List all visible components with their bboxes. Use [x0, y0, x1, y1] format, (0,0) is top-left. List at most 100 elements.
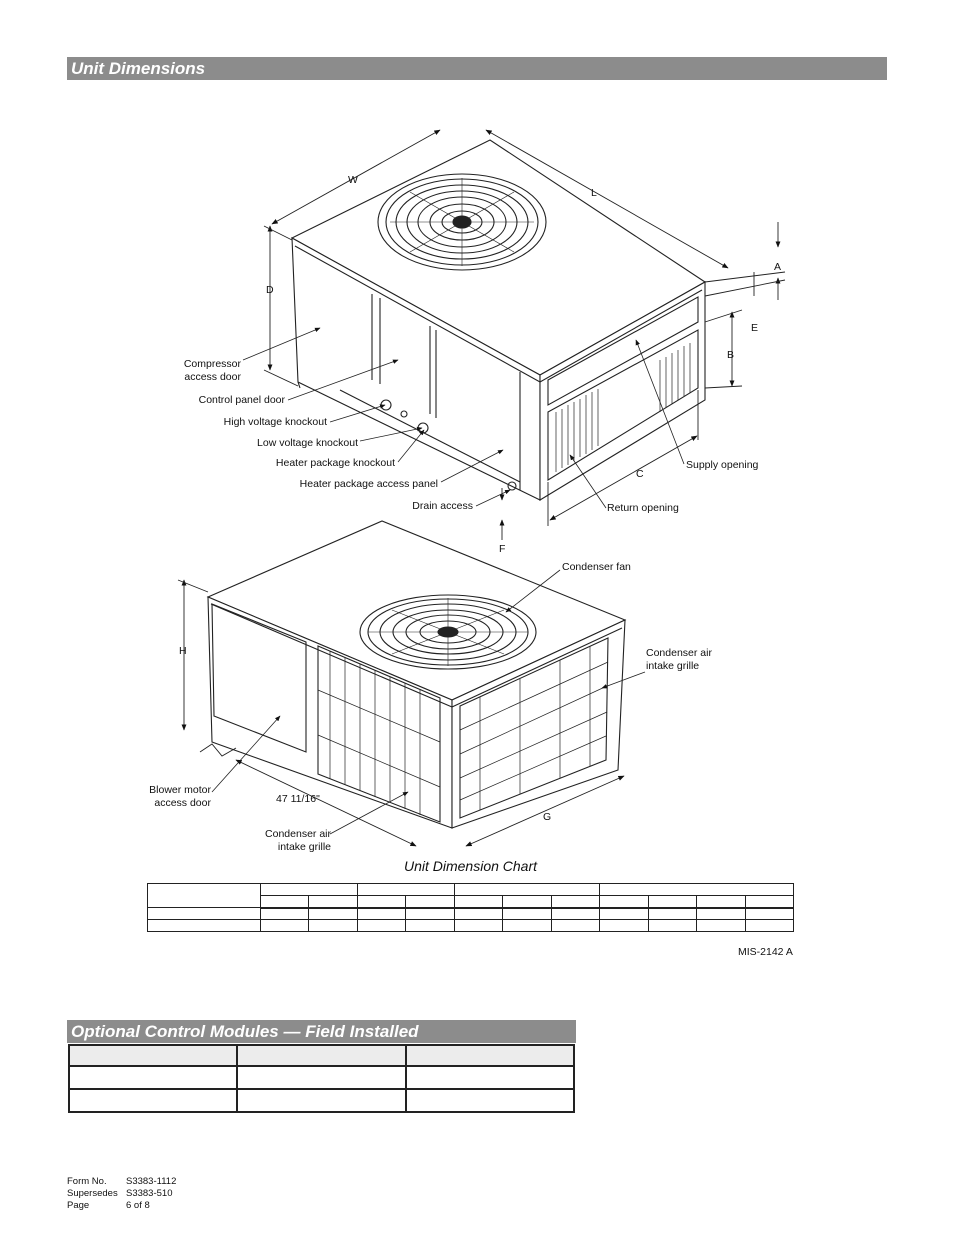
table-cell [259, 907, 310, 920]
unit-dimension-chart-title: Unit Dimension Chart [403, 858, 538, 874]
blower-motor-door-line2: access door [154, 797, 211, 809]
drain-access-label: Drain access [412, 500, 473, 512]
compressor-door-label-line1: Compressor [184, 358, 242, 370]
condenser-intake-right-line1: Condenser air [646, 647, 712, 659]
blower-motor-door-line1: Blower motor [149, 784, 211, 796]
table-cell [502, 907, 552, 920]
dim-w-label: W [348, 174, 358, 186]
table-cell [599, 919, 649, 932]
table-cell [453, 919, 504, 932]
table-cell [405, 895, 455, 909]
table-cell [453, 907, 504, 920]
table-cell [696, 919, 746, 932]
condenser-intake-right-line2: intake grille [646, 660, 699, 672]
dim-c-label: C [636, 468, 644, 480]
table-row [147, 919, 795, 932]
table-cell [550, 895, 601, 909]
mis-number: MIS-2142 A [738, 946, 793, 958]
table-cell [404, 1088, 576, 1113]
table-cell [502, 895, 552, 909]
table-row [147, 883, 794, 908]
table-cell [356, 907, 407, 920]
table-cell [356, 895, 407, 909]
dim-47-label: 47 11/16" [276, 793, 320, 805]
supply-opening-label: Supply opening [686, 459, 759, 471]
table-cell [647, 895, 698, 909]
table-cell [236, 1065, 407, 1090]
table-cell [67, 1088, 239, 1113]
dim-e-label: E [751, 322, 758, 334]
table-cell [67, 1065, 239, 1090]
dim-d-label: D [266, 284, 274, 296]
table-cell [308, 907, 358, 920]
footer-page-row: Page 6 of 8 [67, 1200, 176, 1212]
form-label: Form No. [67, 1176, 107, 1187]
form-value: S3383-1112 [126, 1176, 177, 1187]
table-cell [356, 883, 455, 896]
table-cell [599, 907, 649, 920]
dim-f-label: F [499, 543, 505, 555]
table-cell [599, 895, 649, 909]
footer-supersedes-row: Supersedes S3383-510 [67, 1188, 176, 1200]
unit-dimension-table [147, 883, 795, 932]
footer-form-row: Form No. S3383-1112 [67, 1176, 176, 1188]
table-cell [147, 907, 261, 920]
table-cell [647, 907, 698, 920]
table-row [67, 1065, 576, 1090]
table-cell [696, 907, 746, 920]
table-cell [259, 895, 310, 909]
table-cell [744, 919, 795, 932]
high-voltage-knockout-label: High voltage knockout [224, 416, 327, 428]
table-cell [599, 883, 794, 896]
condenser-fan-label: Condenser fan [562, 561, 631, 573]
section-title-unit-dimensions: Unit Dimensions [67, 57, 887, 80]
supersedes-value: S3383-510 [126, 1188, 173, 1199]
table-cell [502, 919, 552, 932]
supersedes-label: Supersedes [67, 1188, 118, 1199]
table-cell [696, 895, 746, 909]
table-cell [453, 895, 504, 909]
table-cell [236, 1044, 407, 1067]
condenser-intake-left-line2: intake grille [278, 841, 331, 853]
table-cell [744, 895, 795, 909]
table-cell [453, 883, 601, 896]
dim-h-label: H [179, 645, 187, 657]
table-cell [308, 895, 358, 909]
dim-b-label: B [727, 349, 734, 361]
table-cell [405, 919, 455, 932]
table-cell [647, 919, 698, 932]
table-cell [147, 883, 261, 908]
optional-modules-table [67, 1044, 576, 1113]
section-title-optional-modules: Optional Control Modules — Field Install… [67, 1020, 576, 1043]
dim-g-label: G [543, 811, 551, 823]
dim-a-label: A [774, 261, 781, 273]
table-cell [404, 1065, 576, 1090]
table-cell [236, 1088, 407, 1113]
low-voltage-knockout-label: Low voltage knockout [257, 437, 358, 449]
table-cell [550, 919, 601, 932]
dim-l-label: L [591, 187, 597, 199]
heater-package-knockout-label: Heater package knockout [276, 457, 395, 469]
table-row [67, 1088, 576, 1113]
return-opening-label: Return opening [607, 502, 679, 514]
table-row [147, 907, 795, 920]
table-row [67, 1044, 576, 1067]
page-label: Page [67, 1200, 90, 1211]
table-row [148, 895, 795, 909]
compressor-door-label-line2: access door [184, 371, 241, 383]
table-cell [356, 919, 407, 932]
table-cell [744, 907, 795, 920]
table-cell [550, 907, 601, 920]
control-panel-door-label: Control panel door [199, 394, 286, 406]
page-value: 6 of 8 [126, 1200, 150, 1211]
condenser-intake-left-line1: Condenser air [265, 828, 331, 840]
table-cell [147, 919, 261, 932]
table-cell [308, 919, 358, 932]
table-cell [259, 919, 310, 932]
table-cell [260, 883, 358, 896]
document-footer: Form No. S3383-1112 Supersedes S3383-510 P… [67, 1176, 176, 1212]
table-cell [405, 907, 455, 920]
heater-package-access-panel-label: Heater package access panel [300, 478, 438, 490]
table-cell [67, 1044, 239, 1067]
